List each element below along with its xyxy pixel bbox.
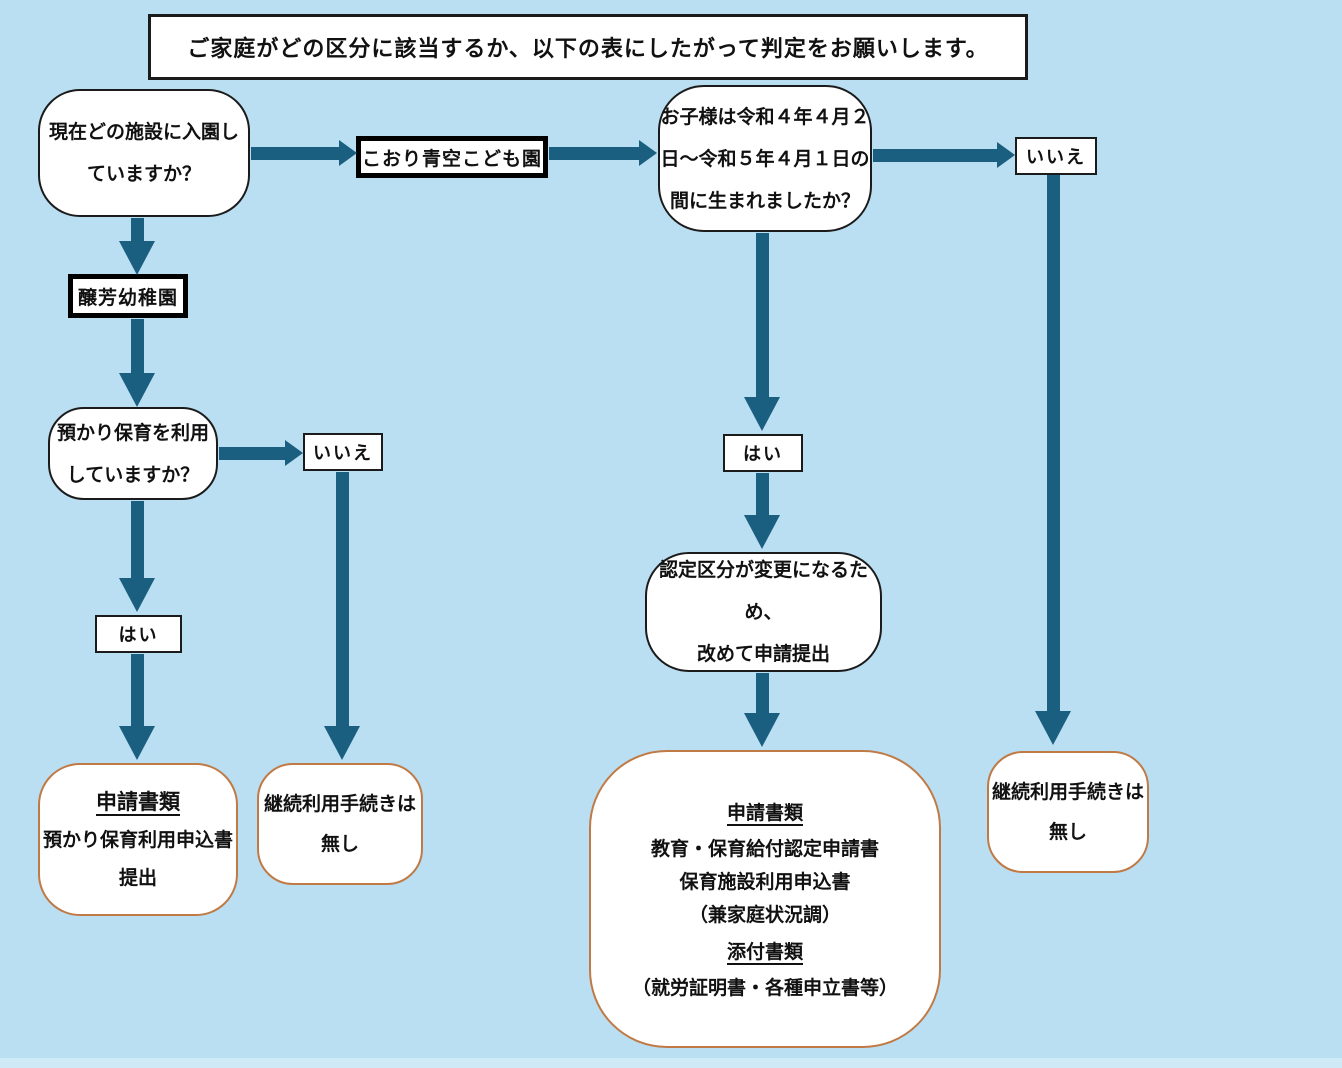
arrow-current-to-jouhou (131, 218, 144, 241)
arrow-azukari-to-yes (131, 501, 144, 578)
arrowhead-current-to-koori (339, 140, 357, 166)
arrow-birthdate-to-yes (756, 233, 769, 397)
docs-heading: 添付書類 (726, 941, 803, 963)
arrowhead-koori-to-birthdate (639, 140, 657, 166)
docs-heading: 申請書類 (96, 789, 180, 814)
result-line: 無し (1048, 821, 1087, 843)
node-current-facility-question: 現在どの施設に入園し ていますか？ (38, 89, 250, 217)
node-birthdate-question: お子様は令和４年４月２ 日～令和５年４月１日の 間に生まれましたか？ (658, 85, 872, 232)
arrowhead-birthdate-to-no (997, 142, 1015, 168)
facility-koori-aozora: こおり青空こども園 (356, 136, 548, 178)
node-nintei-change: 認定区分が変更になるため、 改めて申請提出 (645, 552, 882, 672)
result-docs-left: 申請書類 預かり保育利用申込書 提出 (38, 763, 238, 916)
arrow-no-to-no-procedure-left (336, 472, 349, 726)
label-no-left: いいえ (303, 433, 383, 471)
arrow-koori-to-birthdate (549, 147, 639, 160)
arrowhead-jouhou-to-azukari (119, 373, 155, 407)
outcome-line: 改めて申請提出 (696, 643, 830, 665)
question-line: 預かり保育を利用 (56, 421, 209, 444)
arrow-jouhou-to-azukari (131, 319, 144, 373)
result-line: 無し (320, 833, 359, 855)
label-no-top-right: いいえ (1015, 137, 1097, 175)
result-no-procedure-left: 継続利用手続きは 無し (257, 763, 423, 885)
arrow-current-to-koori (251, 147, 339, 160)
flowchart-title: ご家庭がどの区分に該当するか、以下の表にしたがって判定をお願いします。 (148, 14, 1028, 80)
arrow-azukari-to-no (219, 447, 285, 460)
arrowhead-yes-to-docs-left (119, 726, 155, 760)
page-bottom-edge (0, 1058, 1342, 1068)
question-line: 間に生まれましたか？ (669, 189, 860, 212)
arrowhead-no-to-no-procedure-right (1035, 711, 1071, 745)
question-line: ていますか？ (86, 163, 201, 185)
arrowhead-no-to-no-procedure-left (324, 726, 360, 760)
docs-line: 保育施設利用申込書 (679, 871, 851, 893)
docs-line: 提出 (118, 866, 157, 889)
facility-jouhou-youchien: 醸芳幼稚園 (68, 274, 188, 318)
arrowhead-birthdate-to-yes (744, 397, 780, 431)
label-yes-middle: はい (723, 434, 803, 472)
arrow-birthdate-to-no (873, 149, 997, 162)
question-line: 日～令和５年４月１日の (660, 147, 870, 170)
arrowhead-current-to-jouhou (119, 241, 155, 275)
question-line: お子様は令和４年４月２ (660, 105, 870, 128)
arrow-yes-to-docs-left (131, 654, 144, 726)
question-line: していますか？ (66, 463, 200, 486)
arrowhead-azukari-to-no (285, 440, 303, 466)
node-azukari-question: 預かり保育を利用 していますか？ (48, 407, 218, 500)
result-no-procedure-right: 継続利用手続きは 無し (987, 751, 1149, 873)
arrowhead-nintei-to-docs-center (744, 713, 780, 747)
result-docs-center: 申請書類 教育・保育給付認定申請書 保育施設利用申込書 （兼家庭状況調） 添付書… (589, 750, 941, 1048)
arrowhead-azukari-to-yes (119, 578, 155, 612)
docs-line: （兼家庭状況調） (688, 904, 841, 926)
docs-line: （就労証明書・各種申立書等） (631, 977, 898, 999)
arrowhead-yes-to-nintei (744, 515, 780, 549)
docs-line: 教育・保育給付認定申請書 (650, 838, 879, 860)
result-line: 継続利用手続きは (991, 781, 1144, 803)
question-line: 現在どの施設に入園し (48, 121, 239, 143)
arrow-yes-to-nintei (756, 473, 769, 515)
result-line: 継続利用手続きは (263, 793, 416, 815)
arrow-no-to-no-procedure-right (1047, 175, 1060, 711)
docs-line: 預かり保育利用申込書 (42, 828, 233, 851)
label-yes-left: はい (95, 615, 182, 653)
outcome-line: 認定区分が変更になるため、 (658, 559, 868, 623)
docs-heading: 申請書類 (726, 802, 803, 824)
arrow-nintei-to-docs-center (756, 673, 769, 713)
